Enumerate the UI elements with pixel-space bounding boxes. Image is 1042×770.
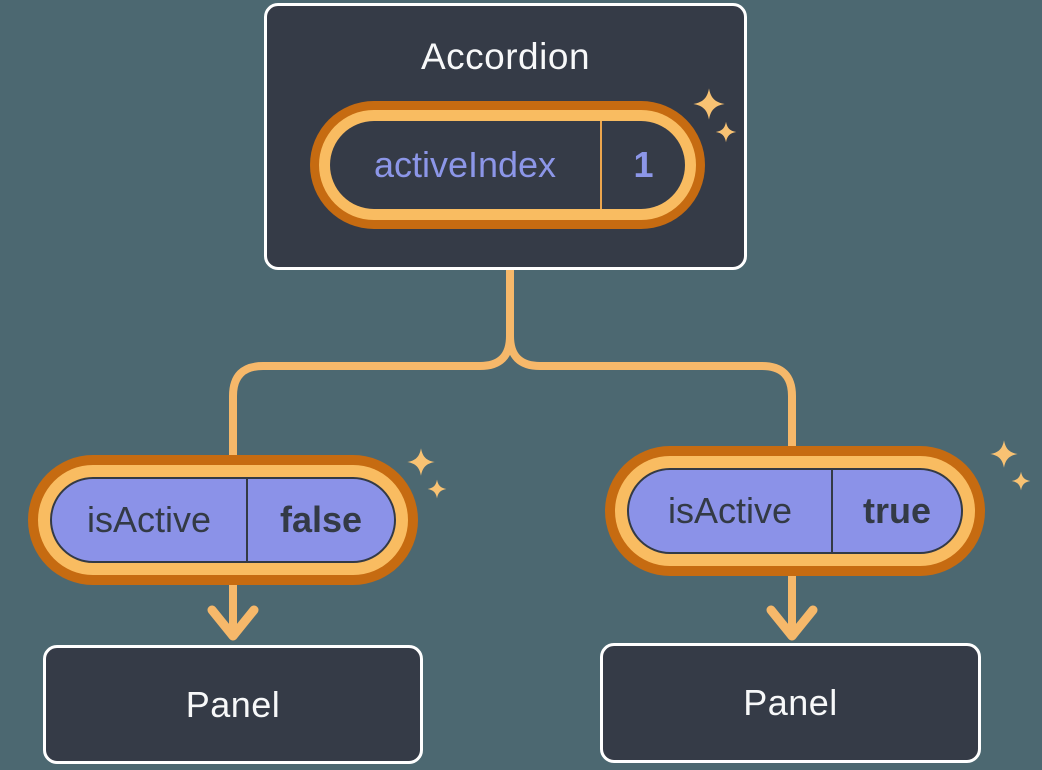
pill-divider <box>600 121 602 209</box>
active-index-state-pill: activeIndex 1 <box>310 101 705 229</box>
sparkle-icon <box>990 440 1031 491</box>
accordion-title: Accordion <box>420 36 591 77</box>
pill-divider <box>246 479 248 561</box>
is-active-pill-right: isActive true <box>605 446 985 576</box>
panel-label: Panel <box>185 683 281 725</box>
sparkle-icon <box>407 448 447 499</box>
prop-value: false <box>279 499 363 540</box>
prop-value: true <box>862 490 931 531</box>
panel-box-right: Panel <box>600 643 981 763</box>
prop-name: isActive <box>86 499 212 540</box>
prop-name: isActive <box>667 490 793 531</box>
pill-ring: isActive true <box>615 456 975 566</box>
arrow-down-icon <box>207 605 259 641</box>
state-name: activeIndex <box>373 144 557 185</box>
arrow-down-icon <box>766 605 818 641</box>
is-active-pill-left: isActive false <box>28 455 418 585</box>
pill-ring: activeIndex 1 <box>319 110 696 220</box>
panel-box-left: Panel <box>43 645 423 764</box>
state-value: 1 <box>633 144 654 185</box>
pill-divider <box>831 470 833 552</box>
pill-ring: isActive false <box>38 465 408 575</box>
panel-label: Panel <box>743 682 838 723</box>
